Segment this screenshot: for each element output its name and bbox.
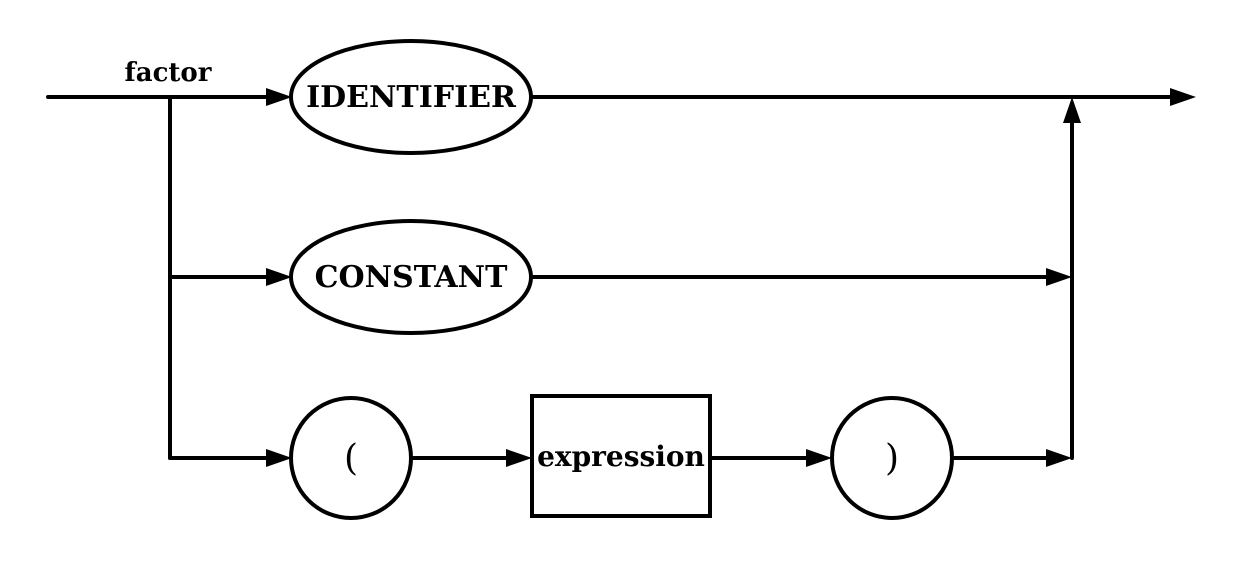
- identifier-label: IDENTIFIER: [306, 80, 517, 115]
- arrow-to-constant: [266, 268, 292, 286]
- arrow-constant-merge: [1046, 268, 1072, 286]
- rule-name-label: factor: [125, 58, 212, 88]
- arrow-to-expression: [506, 449, 532, 467]
- expression-label: expression: [537, 440, 705, 473]
- close-paren-label: ): [885, 438, 899, 479]
- arrow-close-paren-merge: [1046, 449, 1072, 467]
- constant-label: CONSTANT: [315, 260, 508, 295]
- open-paren-label: (: [344, 438, 358, 479]
- final-exit-arrow: [1170, 88, 1196, 106]
- merge-up-arrow: [1063, 97, 1081, 123]
- arrow-to-close-paren: [806, 449, 832, 467]
- arrow-to-identifier: [266, 88, 292, 106]
- arrow-to-open-paren: [266, 449, 292, 467]
